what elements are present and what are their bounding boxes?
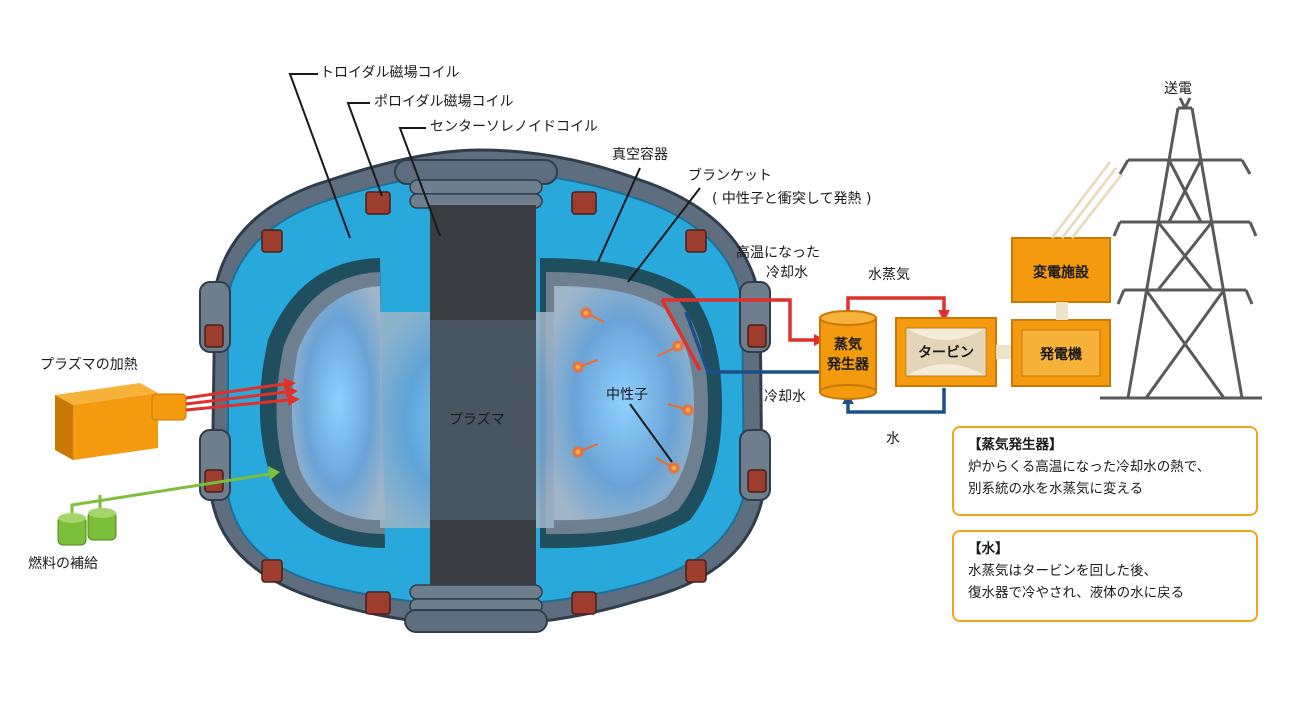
neutron — [657, 339, 685, 357]
label-blanket: ブランケット — [688, 168, 772, 184]
label-plasma-heating: プラズマの加熱 — [40, 357, 138, 373]
poloidal-coil-block — [365, 591, 391, 615]
info-title: 【蒸気発生器】 — [968, 437, 1063, 453]
label-hot-coolant-line2: 冷却水 — [766, 265, 808, 281]
info-line: 別系統の水を水蒸気に変える — [968, 481, 1144, 497]
fuel-tank-top — [58, 513, 86, 523]
pipes — [660, 296, 950, 414]
fuel-arrowhead — [268, 466, 280, 480]
label-poloidal-coil: ポロイダル磁場コイル — [374, 94, 514, 110]
cold-coolant-pipe — [684, 311, 820, 374]
plasma-heating-device — [55, 378, 300, 460]
label-neutron: 中性子 — [606, 387, 648, 403]
info-line: 復水器で冷やされ、液体の水に戻る — [968, 585, 1185, 601]
solenoid-bottom-cap — [404, 609, 548, 633]
transmission-lines — [1050, 161, 1124, 239]
neutron — [571, 443, 599, 459]
heater-top — [55, 383, 158, 405]
poloidal-coil-block — [261, 229, 283, 253]
leader-neutron — [629, 403, 673, 463]
leader-lines — [288, 73, 701, 463]
fuel-supply — [57, 466, 280, 546]
label-plasma: プラズマ — [449, 412, 505, 428]
leader-poloidal — [346, 102, 383, 197]
label-transmission: 送電 — [1164, 81, 1192, 97]
heating-beams — [185, 378, 300, 412]
leader-vessel — [597, 167, 641, 263]
hot-coolant-pipe — [660, 299, 702, 371]
substation-label: 変電施設 — [1033, 265, 1089, 281]
label-center-solenoid: センターソレノイドコイル — [430, 119, 598, 135]
poloidal-coil-block — [747, 469, 767, 493]
reactor — [199, 148, 771, 633]
generator-label: 発電機 — [1040, 347, 1082, 363]
heater-front — [55, 395, 73, 460]
turbine-box — [895, 317, 997, 387]
generator-box — [1011, 319, 1111, 387]
steam-generator-label-2: 発生器 — [827, 357, 869, 373]
label-fuel-supply: 燃料の補給 — [28, 556, 98, 572]
info-box-steam-generator: 【蒸気発生器】 炉からくる高温になった冷却水の熱で、 別系統の水を水蒸気に変える — [952, 426, 1258, 516]
plasma-glow — [430, 320, 536, 520]
center-solenoid — [394, 159, 558, 633]
neutron — [667, 403, 695, 417]
label-steam: 水蒸気 — [868, 267, 910, 283]
leader-solenoid — [398, 127, 441, 237]
solenoid-ring — [409, 179, 543, 195]
label-vacuum-vessel: 真空容器 — [612, 147, 668, 163]
label-toroidal-coil: トロイダル磁場コイル — [320, 65, 460, 81]
steam-generator — [819, 310, 877, 400]
hot-coolant-pipe — [662, 298, 816, 342]
water-pipe — [846, 388, 946, 414]
info-line: 炉からくる高温になった冷却水の熱で、 — [968, 459, 1211, 475]
solenoid-column — [430, 205, 536, 605]
label-hot-coolant-line1: 高温になった — [736, 245, 820, 261]
plasma-right — [554, 286, 694, 521]
substation-box — [1011, 237, 1111, 320]
label-coolant: 冷却水 — [764, 389, 806, 405]
turbine-label: タービン — [918, 345, 974, 361]
leader-toroidal — [288, 73, 351, 239]
power-tower — [1100, 97, 1262, 400]
neutrons — [571, 306, 695, 475]
leader-blanket — [627, 187, 701, 283]
heater-side — [73, 393, 158, 460]
poloidal-coil-block — [685, 229, 707, 253]
poloidal-coil-block — [204, 324, 224, 348]
neutron — [579, 306, 605, 323]
plasma-left — [291, 286, 385, 521]
poloidal-coil-block — [571, 591, 597, 615]
steam-pipe — [846, 296, 946, 318]
poloidal-coil-block — [571, 191, 597, 215]
poloidal-coil-block — [685, 559, 707, 583]
poloidal-coil-block — [261, 559, 283, 583]
neutron — [655, 457, 681, 475]
fuel-tank-top — [88, 508, 116, 518]
info-box-water: 【水】 水蒸気はタービンを回した後、 復水器で冷やされ、液体の水に戻る — [952, 530, 1258, 622]
solenoid-ring — [409, 584, 543, 600]
info-title: 【水】 — [968, 541, 1009, 557]
poloidal-coil-block — [365, 191, 391, 215]
steam-pipe-arrow — [938, 310, 950, 322]
heater-nozzle — [151, 393, 187, 421]
poloidal-coil-block — [747, 324, 767, 348]
poloidal-coils — [204, 191, 767, 615]
label-water: 水 — [886, 431, 900, 447]
steam-generator-label-1: 蒸気 — [834, 337, 862, 353]
neutron — [571, 359, 599, 374]
info-line: 水蒸気はタービンを回した後、 — [968, 563, 1157, 579]
label-blanket-note: ( 中性子と衝突して発熱 ) — [712, 191, 872, 207]
